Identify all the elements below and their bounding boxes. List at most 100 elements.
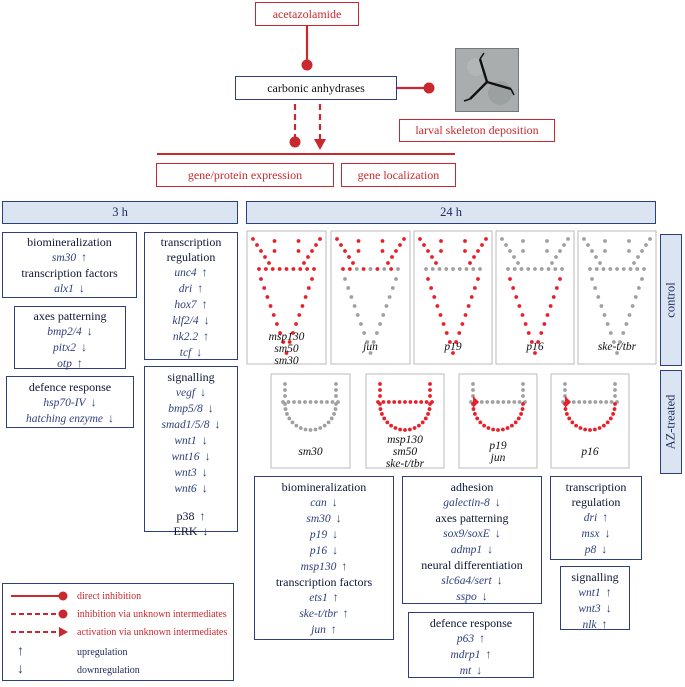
expression-dot xyxy=(444,267,449,271)
down-arrow-icon: ↓ xyxy=(198,481,208,495)
expression-dot xyxy=(297,400,302,404)
expression-dot xyxy=(545,249,549,253)
expression-dot xyxy=(512,255,516,259)
expression-dot xyxy=(384,304,389,308)
expression-dot xyxy=(562,243,566,247)
down-arrow-icon: ↓ xyxy=(484,542,494,556)
expression-dot xyxy=(633,295,638,299)
gene-name: pitx2 xyxy=(53,342,76,354)
gene-entry: hsp70-IV ↓ xyxy=(7,395,133,411)
expression-dot xyxy=(558,277,562,281)
expression-dot xyxy=(457,331,462,335)
gene-entry: admp1 ↓ xyxy=(403,542,541,558)
box-subtitle: axes patterning xyxy=(435,511,509,525)
expression-dot xyxy=(396,267,400,271)
gene-entry: can ↓ xyxy=(255,495,393,511)
expression-dot xyxy=(590,249,594,253)
gene-entry: wnt1 ↑ xyxy=(561,585,629,601)
gene-entry: hatching enzyme ↓ xyxy=(7,411,133,427)
expression-dot xyxy=(397,400,402,404)
expression-dot xyxy=(312,267,316,271)
down-arrow-icon: ↓ xyxy=(598,542,608,556)
down-arrow-icon: ↓ xyxy=(602,601,612,615)
expression-dot xyxy=(283,407,288,411)
expression-dot xyxy=(298,426,303,430)
expression-dot xyxy=(270,267,275,271)
expression-dot xyxy=(588,400,592,404)
expression-dot xyxy=(300,304,305,308)
gene-name: p63 xyxy=(456,633,475,645)
expression-dot xyxy=(613,382,617,386)
gene-name: ske-t/tbr xyxy=(299,608,338,620)
expression-dot xyxy=(630,304,635,308)
expression-dot xyxy=(608,267,613,271)
gene-list: sm30 ↑ xyxy=(3,250,136,266)
legend-label: direct inhibition xyxy=(77,590,142,602)
expression-dot xyxy=(608,331,613,335)
expression-dot xyxy=(290,420,295,425)
expression-dot xyxy=(257,267,261,271)
expression-dot xyxy=(463,249,467,253)
expression-dot xyxy=(501,400,506,404)
expression-dot xyxy=(511,286,516,290)
box-3h-axes-patterning: axes patterning bmp2/4 ↓pitx2 ↓otp ↑ xyxy=(14,306,126,370)
expression-dot xyxy=(597,426,602,430)
expression-dot xyxy=(434,261,438,265)
expression-dot xyxy=(636,255,640,259)
expression-dot xyxy=(478,420,483,425)
expression-dot xyxy=(262,286,267,290)
gene-name: jun xyxy=(311,624,326,636)
expression-dot xyxy=(491,427,496,432)
expression-dot xyxy=(426,412,430,416)
gene-entry: nlk ↑ xyxy=(561,617,629,633)
gene-entry: ske-t/tbr ↑ xyxy=(255,606,393,622)
gene-list: hsp70-IV ↓hatching enzyme ↓ xyxy=(7,395,133,427)
expression-dot xyxy=(283,402,287,406)
expression-dot xyxy=(596,295,601,299)
expression-dot xyxy=(272,249,277,253)
expression-dot xyxy=(351,261,355,265)
legend-item: activation via unknown intermediates xyxy=(11,626,227,638)
expression-dot xyxy=(402,237,406,241)
expression-dot xyxy=(505,426,510,430)
box-3h-defence: defence response hsp70-IV ↓hatching enzy… xyxy=(6,376,134,428)
expression-dot xyxy=(517,400,522,404)
expression-dot xyxy=(298,267,303,271)
box-24h-adhesion: adhesion galectin-8 ↓ axes patterning so… xyxy=(402,476,542,604)
expression-dot xyxy=(539,267,544,271)
expression-dot xyxy=(428,388,432,392)
expression-dot xyxy=(601,267,606,271)
gene-list: slc6a4/sert ↓sspo ↓ xyxy=(403,573,541,605)
gene-entry: p8 ↓ xyxy=(551,542,641,558)
expression-dot xyxy=(319,400,324,404)
expression-dot xyxy=(519,267,524,271)
expression-dot xyxy=(563,407,568,411)
expression-dot xyxy=(627,249,631,253)
expression-dot xyxy=(255,243,259,247)
expression-dot xyxy=(486,426,491,430)
expression-dot xyxy=(615,351,619,355)
legend-label: upregulation xyxy=(77,646,128,658)
expression-dot xyxy=(574,423,579,428)
expression-dot xyxy=(290,331,295,335)
box-3h-signalling: signalling vegf ↓bmp5/8 ↓smad1/5/8 ↓wnt1… xyxy=(144,366,238,538)
expression-dot xyxy=(444,331,449,335)
gene-name: wnt1 xyxy=(174,435,197,447)
down-arrow-icon: ↓ xyxy=(75,281,85,295)
control-gene-label: p16 xyxy=(526,341,544,353)
expression-dot xyxy=(334,382,338,386)
expression-dot xyxy=(292,400,296,404)
gene-entry: tcf ↓ xyxy=(145,345,237,361)
down-arrow-icon: ↓ xyxy=(491,526,501,540)
expression-dot xyxy=(542,322,547,326)
gene-entry: nk2.2 ↑ xyxy=(145,329,237,345)
expression-dot xyxy=(592,427,597,432)
expression-dot xyxy=(407,427,412,432)
control-gene-label: jun xyxy=(363,341,378,353)
down-arrow-icon: ↓ xyxy=(493,573,503,587)
gene-name: sox9/soxE xyxy=(443,528,490,540)
expression-dot xyxy=(583,427,588,432)
down-arrow-icon: ↓ xyxy=(328,495,338,509)
expression-dot xyxy=(387,295,392,299)
expression-dot xyxy=(512,400,517,404)
